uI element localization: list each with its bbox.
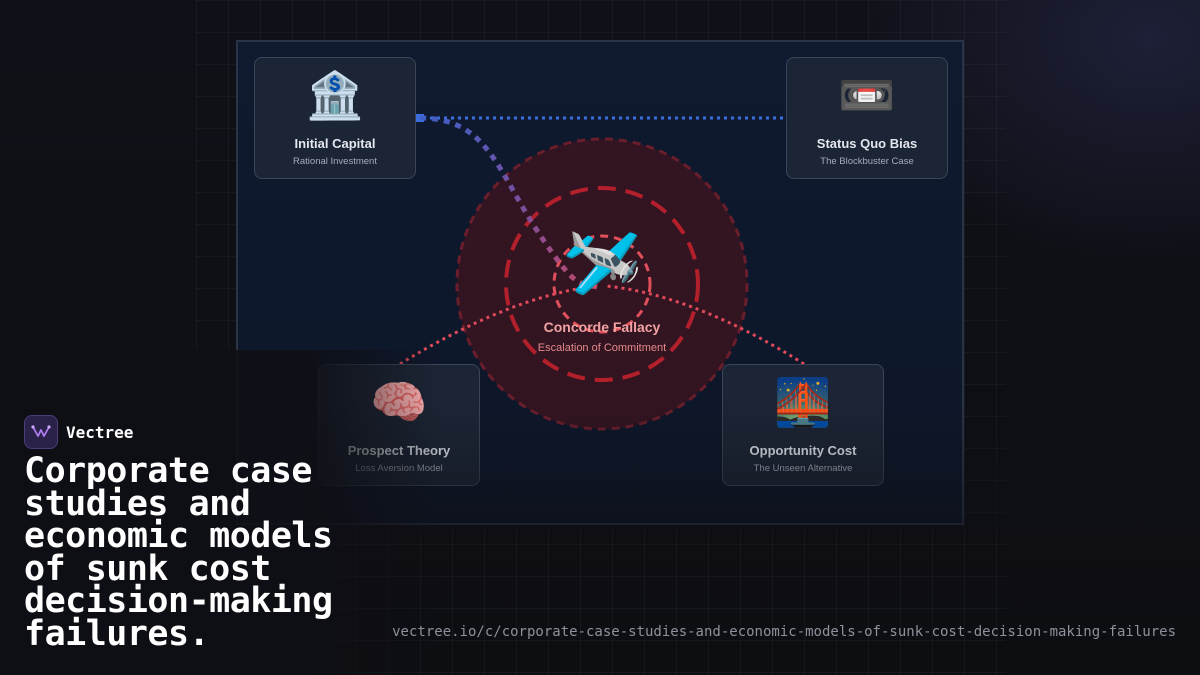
link-prospect-concorde bbox=[399, 284, 599, 366]
node-subtitle: Rational Investment bbox=[293, 156, 377, 167]
brand-name: Vectree bbox=[66, 422, 134, 442]
vectree-logo-icon bbox=[24, 415, 58, 449]
left-fade bbox=[0, 350, 440, 675]
page-headline: Corporate case studies and economic mode… bbox=[24, 451, 333, 654]
bank-icon: 🏦 bbox=[306, 68, 364, 122]
node-subtitle: The Blockbuster Case bbox=[820, 156, 914, 167]
brand[interactable]: Vectree bbox=[24, 415, 133, 449]
node-initial-capital[interactable]: 🏦 Initial Capital Rational Investment bbox=[254, 57, 416, 179]
center-title: Concorde Fallacy bbox=[543, 319, 661, 335]
link-capital-concorde bbox=[419, 115, 603, 291]
node-opportunity-cost[interactable]: 🌉 Opportunity Cost The Unseen Alternativ… bbox=[722, 364, 884, 486]
middle-ring bbox=[504, 186, 700, 382]
center-subtitle: Escalation of Commitment bbox=[537, 342, 667, 354]
node-title: Status Quo Bias bbox=[816, 136, 918, 151]
inner-ring bbox=[552, 234, 652, 334]
node-title: Initial Capital bbox=[294, 136, 376, 151]
node-subtitle: The Unseen Alternative bbox=[753, 463, 853, 474]
videocassette-icon: 📼 bbox=[838, 68, 896, 122]
node-status-quo-bias[interactable]: 📼 Status Quo Bias The Blockbuster Case bbox=[786, 57, 948, 179]
bridge-at-night-icon: 🌉 bbox=[774, 375, 832, 429]
page-url[interactable]: vectree.io/c/corporate-case-studies-and-… bbox=[392, 624, 1176, 640]
node-title: Opportunity Cost bbox=[749, 443, 857, 458]
link-opportunity-concorde bbox=[605, 284, 805, 366]
airplane-icon: 🛩️ bbox=[562, 227, 642, 301]
diagram-connections bbox=[399, 114, 805, 431]
